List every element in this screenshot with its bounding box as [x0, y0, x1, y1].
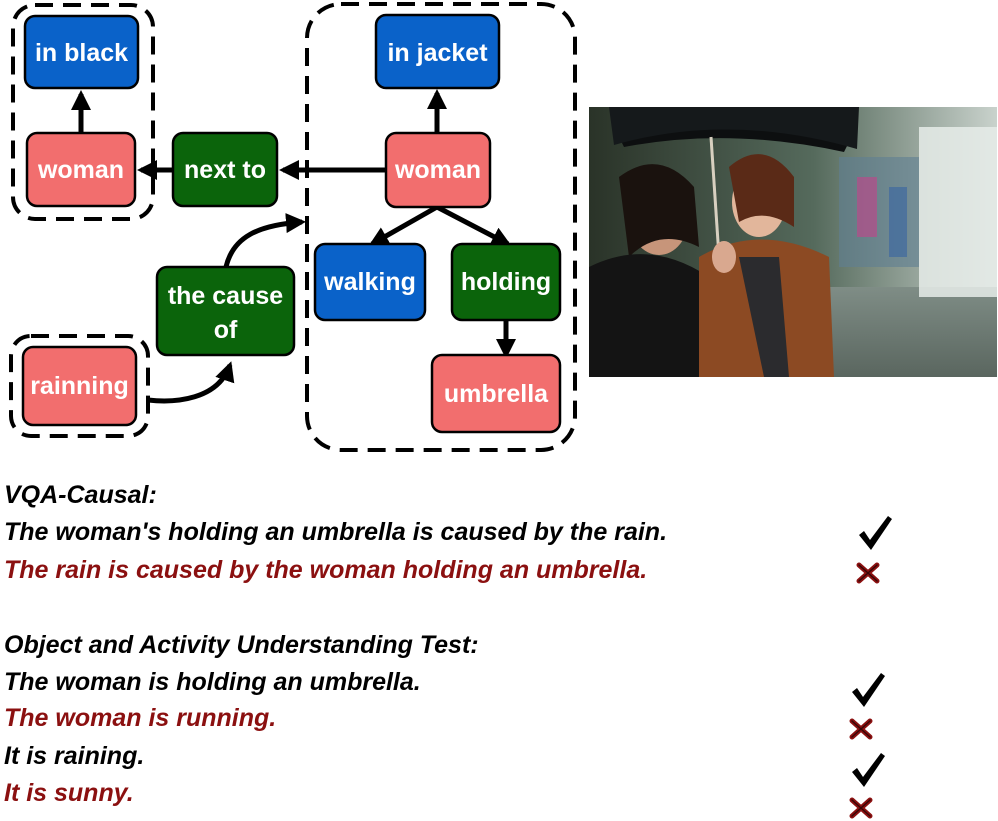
node-woman-left: woman [25, 131, 137, 208]
edge-cause-to-woman [223, 213, 306, 268]
node-umbrella: umbrella [430, 353, 562, 434]
node-holding-label: holding [461, 268, 551, 296]
edge-rainning-to-cause [147, 361, 235, 404]
node-in-black: in black [23, 14, 140, 90]
node-in-black-label: in black [35, 39, 128, 67]
group-box-right-woman [305, 2, 577, 452]
check-icon [859, 516, 892, 550]
oau-heading: Object and Activity Understanding Test: [4, 631, 479, 659]
node-the-cause-of: the cause of [155, 265, 296, 357]
node-rainning-label: rainning [30, 372, 129, 400]
node-the-cause-of-label-line1: the cause [168, 282, 283, 310]
edge-woman-to-holding [435, 204, 512, 247]
vqa-causal-heading: VQA-Causal: [4, 481, 157, 509]
node-woman-right-label: woman [394, 156, 481, 184]
oau-statement-1: The woman is holding an umbrella. [4, 668, 421, 696]
node-woman-right: woman [384, 131, 492, 209]
oau-statement-4: It is sunny. [4, 779, 134, 807]
node-rainning: rainning [21, 345, 138, 427]
cross-icon [856, 562, 880, 584]
oau-statement-3: It is raining. [4, 742, 145, 770]
check-icon [852, 753, 885, 787]
cross-icon [849, 797, 873, 819]
node-woman-left-label: woman [37, 156, 124, 184]
edge-woman-to-walking [368, 204, 439, 247]
node-umbrella-label: umbrella [444, 380, 549, 408]
node-in-jacket-label: in jacket [387, 39, 488, 67]
node-next-to: next to [171, 131, 279, 208]
oau-statement-2: The woman is running. [4, 704, 277, 732]
node-holding: holding [450, 242, 562, 322]
group-box-rainning [9, 334, 150, 438]
vqa-causal-true-statement: The woman's holding an umbrella is cause… [4, 518, 668, 546]
node-the-cause-of-label-line2: of [214, 316, 238, 344]
node-next-to-label: next to [184, 156, 266, 184]
node-walking: walking [313, 242, 427, 322]
scene-graph-diagram: in black woman next to the cause of rain… [9, 2, 577, 452]
check-icon [852, 673, 885, 707]
vqa-causal-false-statement: The rain is caused by the woman holding … [4, 556, 648, 584]
cross-icon [849, 718, 873, 740]
scene-photo [589, 107, 997, 377]
node-walking-label: walking [323, 268, 416, 296]
node-in-jacket: in jacket [374, 13, 501, 90]
